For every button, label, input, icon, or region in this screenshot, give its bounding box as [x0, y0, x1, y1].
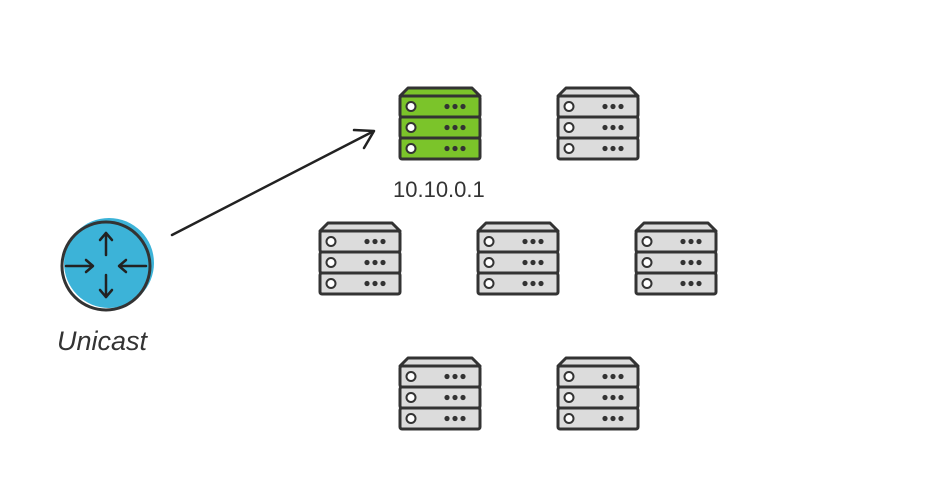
server: [476, 221, 560, 296]
unicast-arrow: [170, 128, 376, 237]
router-icon: [60, 218, 154, 312]
server: [556, 356, 640, 431]
server: [556, 86, 640, 161]
server: [634, 221, 718, 296]
server: [318, 221, 402, 296]
target-ip-label: 10.10.0.1: [393, 177, 485, 202]
server: [398, 356, 482, 431]
router-label: Unicast: [57, 326, 148, 356]
target-server: [398, 86, 482, 161]
